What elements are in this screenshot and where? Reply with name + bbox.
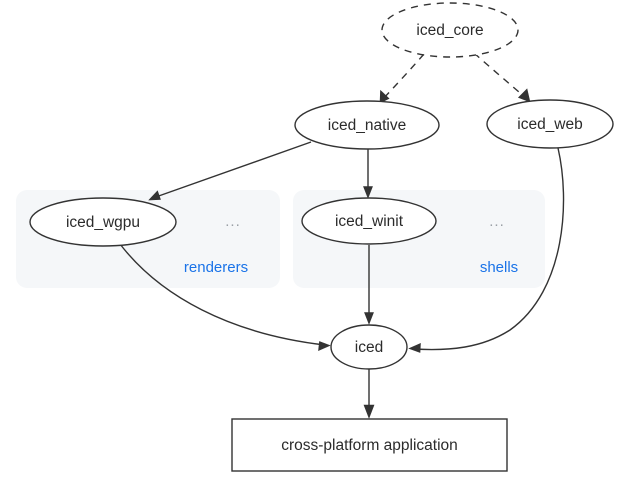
edge-wgpu-to-iced <box>119 243 331 351</box>
node-iced-core[interactable]: iced_core <box>381 2 519 58</box>
node-iced-native-label: iced_native <box>328 117 406 134</box>
node-application-label: cross-platform application <box>281 437 458 454</box>
edge-native-to-winit <box>363 149 373 199</box>
node-application-shape[interactable] <box>231 418 508 472</box>
edge-core-to-web <box>473 52 531 103</box>
node-iced-winit[interactable]: iced_winit <box>301 197 437 245</box>
node-iced-wgpu-shape[interactable] <box>29 197 177 247</box>
edge-core-to-web-line <box>473 52 528 100</box>
edge-native-to-wgpu-arrowhead <box>148 190 161 201</box>
edge-iced-to-application <box>363 369 375 419</box>
edge-winit-to-iced-arrowhead <box>364 312 374 325</box>
edges-layer <box>119 52 565 419</box>
edge-core-to-web-arrowhead <box>517 88 531 103</box>
node-iced-core-label: iced_core <box>416 22 483 39</box>
edge-winit-to-iced <box>364 245 374 325</box>
node-iced-shape[interactable] <box>330 324 408 370</box>
nodes-layer: iced_core iced_native iced_web iced_wgpu… <box>29 2 614 472</box>
edge-native-to-wgpu <box>148 141 312 201</box>
edge-web-to-iced <box>408 147 565 353</box>
node-iced-core-shape[interactable] <box>381 2 519 58</box>
node-iced-native[interactable]: iced_native <box>294 100 440 150</box>
node-iced-winit-shape[interactable] <box>301 197 437 245</box>
edge-web-to-iced-arrowhead <box>408 343 421 353</box>
edge-wgpu-to-iced-arrowhead <box>318 341 331 351</box>
edge-iced-to-application-arrowhead <box>363 404 375 419</box>
node-iced-label: iced <box>355 339 383 356</box>
edge-web-to-iced-line <box>413 147 565 351</box>
edge-native-to-winit-arrowhead <box>363 186 373 199</box>
node-application[interactable]: cross-platform application <box>231 418 508 472</box>
cluster-shells-ellipsis: ... <box>489 213 505 230</box>
node-iced-native-shape[interactable] <box>294 100 440 150</box>
cluster-renderers-ellipsis: ... <box>225 213 241 230</box>
node-iced-wgpu[interactable]: iced_wgpu <box>29 197 177 247</box>
edge-core-to-native-line <box>381 53 425 101</box>
edge-native-to-wgpu-line <box>152 141 312 199</box>
node-iced-winit-label: iced_winit <box>335 213 404 230</box>
node-iced-web-label: iced_web <box>517 116 583 133</box>
edge-core-to-native-arrowhead <box>379 89 390 104</box>
edge-core-to-native <box>379 53 425 104</box>
node-iced-web-shape[interactable] <box>486 99 614 149</box>
cluster-renderers-label: renderers <box>184 259 248 276</box>
node-iced-wgpu-label: iced_wgpu <box>66 214 140 231</box>
node-iced-web[interactable]: iced_web <box>486 99 614 149</box>
edge-wgpu-to-iced-line <box>119 243 326 346</box>
cluster-shells-label: shells <box>480 259 518 276</box>
node-iced[interactable]: iced <box>330 324 408 370</box>
